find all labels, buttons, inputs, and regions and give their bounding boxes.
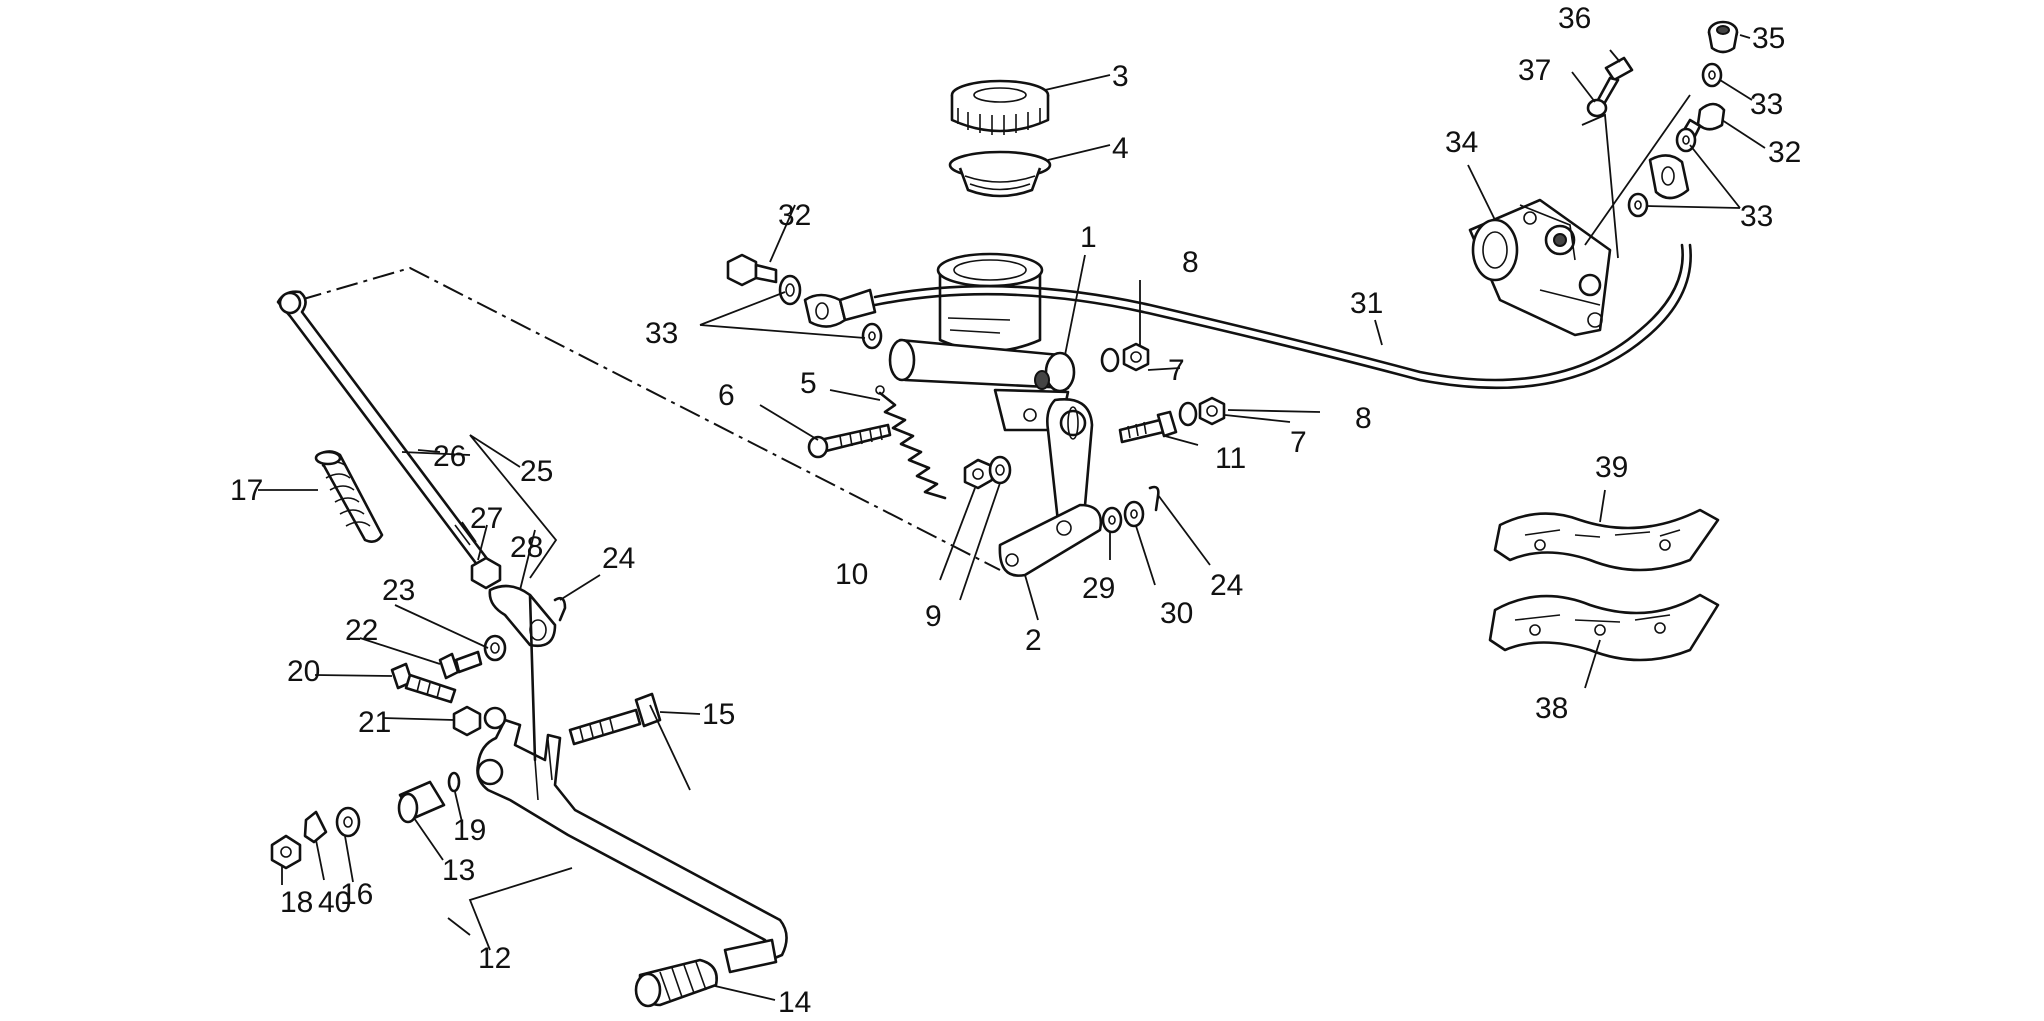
pivot-bolt-6	[807, 423, 892, 459]
label-20: 20	[287, 655, 320, 688]
label-7-lower: 7	[1290, 426, 1307, 459]
label-27: 27	[470, 502, 503, 535]
bolt-22	[438, 650, 483, 680]
label-3: 3	[1112, 60, 1129, 93]
washer-33-right-a	[1675, 127, 1697, 153]
nut-10	[963, 458, 994, 490]
washer-9	[988, 455, 1012, 485]
label-10: 10	[835, 558, 868, 591]
label-25: 25	[520, 455, 553, 488]
label-33-top: 33	[1750, 88, 1783, 121]
label-35: 35	[1752, 22, 1785, 55]
bushing-13	[397, 780, 446, 824]
label-7-upper: 7	[1168, 354, 1185, 387]
label-38: 38	[1535, 692, 1568, 725]
label-31: 31	[1350, 287, 1383, 320]
label-15: 15	[702, 698, 735, 731]
assembly-line	[299, 266, 1001, 571]
washer-16	[335, 806, 361, 838]
master-cylinder	[888, 252, 1076, 432]
pedal-rubber	[634, 958, 718, 1008]
label-2: 2	[1025, 624, 1042, 657]
label-32-right: 32	[1768, 136, 1801, 169]
brake-linkage-lever	[998, 397, 1103, 577]
leader-lines	[258, 34, 1766, 1001]
pin-bolt-11	[1118, 410, 1178, 444]
label-21: 21	[358, 706, 391, 739]
label-17: 17	[230, 474, 263, 507]
banjo-bolt-32-left	[726, 253, 778, 287]
nut-8-lower	[1198, 396, 1226, 426]
washer-7-upper	[1100, 347, 1120, 373]
return-spring	[875, 385, 947, 500]
washer-33-left-b	[861, 322, 883, 350]
label-39: 39	[1595, 451, 1628, 484]
bolt-36	[1596, 56, 1634, 106]
label-1: 1	[1080, 221, 1097, 254]
pivot-bolt-15	[568, 692, 662, 746]
push-rod	[276, 290, 490, 568]
label-40: 40	[318, 886, 351, 919]
label-11: 11	[1215, 442, 1246, 475]
label-6: 6	[718, 379, 735, 412]
label-36: 36	[1558, 2, 1591, 35]
label-33-right: 33	[1740, 200, 1773, 233]
reservoir-cap	[950, 79, 1050, 135]
label-8-upper: 8	[1182, 246, 1199, 279]
bleeder-cap-35	[1707, 20, 1739, 54]
brake-caliper	[1468, 198, 1612, 337]
label-26: 26	[433, 440, 466, 473]
label-4: 4	[1112, 132, 1129, 165]
lock-nut-27	[470, 556, 502, 590]
label-24-left: 24	[602, 542, 635, 575]
washer-33-left-a	[778, 274, 802, 306]
label-24-right: 24	[1210, 569, 1243, 602]
nut-21	[452, 705, 482, 737]
washer-33-right-b	[1627, 192, 1649, 218]
rubber-boot	[314, 450, 384, 543]
decal-38	[1488, 593, 1720, 662]
label-18: 18	[280, 886, 313, 919]
banjo-fitting-left	[803, 288, 877, 328]
label-23: 23	[382, 574, 415, 607]
label-37: 37	[1518, 54, 1551, 87]
decal-39	[1493, 508, 1720, 572]
label-28: 28	[510, 531, 543, 564]
washer-33-top	[1701, 62, 1723, 88]
cotter-pin-24-right	[1148, 485, 1160, 512]
circlip-19	[447, 771, 461, 793]
label-9: 9	[925, 600, 942, 633]
washer-29	[1101, 506, 1123, 534]
reservoir-diaphragm	[948, 150, 1052, 198]
nut-8-upper	[1122, 342, 1150, 372]
banjo-fitting-right	[1648, 154, 1690, 200]
nut-18	[270, 834, 302, 870]
label-34: 34	[1445, 126, 1478, 159]
washer-30	[1123, 500, 1145, 528]
label-33-left: 33	[645, 317, 678, 350]
label-16: 16	[340, 878, 373, 911]
washer-37	[1586, 98, 1608, 118]
label-12: 12	[478, 942, 511, 975]
brake-pedal	[476, 593, 788, 974]
label-8-lower: 8	[1355, 402, 1372, 435]
washer-7-lower	[1178, 401, 1198, 427]
lock-tab-40	[303, 810, 328, 844]
brake-hose	[873, 243, 1684, 382]
cotter-pin-24-left	[553, 596, 567, 622]
label-19: 19	[453, 814, 486, 847]
bolt-20	[390, 662, 457, 704]
label-5: 5	[800, 367, 817, 400]
label-22: 22	[345, 614, 378, 647]
label-29: 29	[1082, 572, 1115, 605]
washer-23	[483, 634, 507, 662]
label-30: 30	[1160, 597, 1193, 630]
part-labels: 3 4 1 8 7 31 8 7 11 5 6 10 9 2 29 30 24 …	[230, 2, 1801, 1019]
label-13: 13	[442, 854, 475, 887]
label-32-left: 32	[778, 199, 811, 232]
label-14: 14	[778, 986, 811, 1019]
